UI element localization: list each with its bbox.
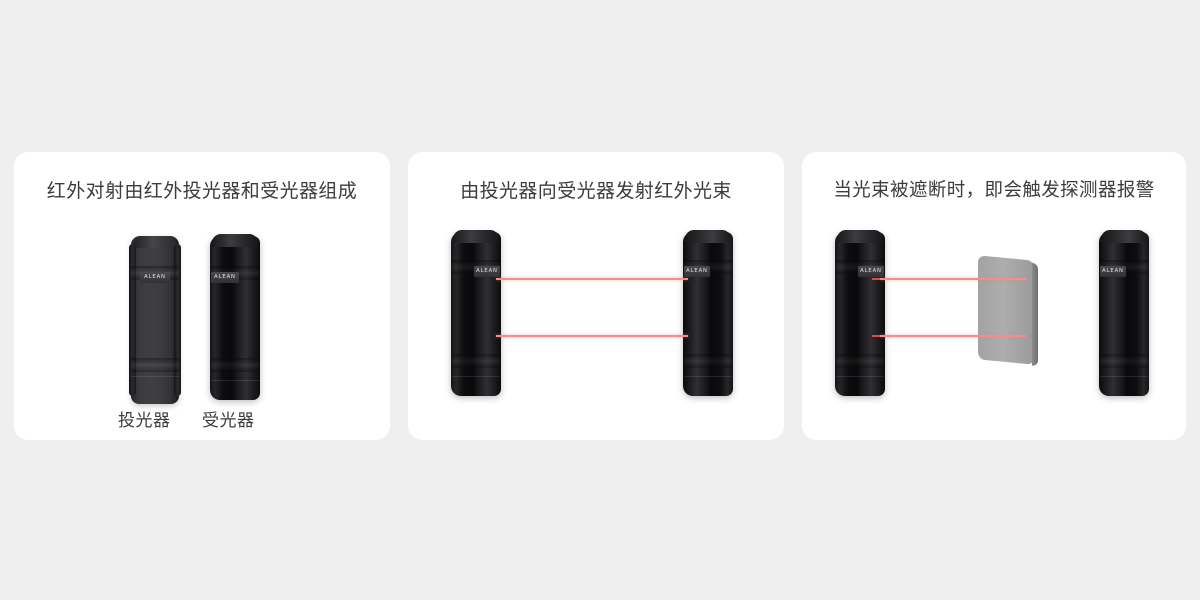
- emitter-top-cap: [837, 230, 883, 243]
- panel-composition: 红外对射由红外投光器和受光器组成 ALEAN ALEAN 投光器: [14, 152, 390, 440]
- panel-beam-transmit-title: 由投光器向受光器发射红外光束: [460, 180, 732, 202]
- receiver-lower-band: [211, 358, 259, 372]
- panel-composition-stage: ALEAN ALEAN 投光器 受光器: [14, 216, 390, 440]
- panel-beam-transmit-stage: ALEAN ALEAN: [408, 216, 784, 440]
- receiver-brand-plate: ALEAN: [211, 272, 239, 283]
- emitter-body: [835, 232, 885, 396]
- panel-beam-blocked-stage: ALEAN ALEAN: [802, 216, 1186, 440]
- lower-beam: [496, 335, 688, 337]
- emitter-device: ALEAN: [832, 230, 888, 398]
- emitter-body: [131, 236, 179, 404]
- panel-composition-title: 红外对射由红外投光器和受光器组成: [46, 180, 358, 202]
- emitter-brand-plate: ALEAN: [858, 266, 884, 277]
- emitter-lower-band: [836, 354, 884, 368]
- receiver-brand-plate: ALEAN: [1100, 266, 1126, 277]
- panel-beam-blocked-title: 当光束被遮断时，即会触发探测器报警: [833, 180, 1155, 201]
- blocking-panel-face: [978, 255, 1034, 365]
- emitter-top-cap: [453, 230, 499, 243]
- upper-beam: [880, 278, 1026, 280]
- receiver-label: 受光器: [202, 411, 255, 431]
- receiver-seam: [684, 376, 732, 377]
- emitter-seam: [452, 376, 500, 377]
- receiver-body: [1099, 232, 1149, 396]
- emitter-device: ALEAN: [127, 236, 183, 404]
- emitter-brand-plate: ALEAN: [474, 266, 500, 277]
- receiver-device: ALEAN: [1096, 230, 1152, 398]
- receiver-lower-band: [684, 354, 732, 368]
- receiver-top-cap: [1101, 230, 1147, 243]
- emitter-seam: [131, 376, 179, 377]
- panel-beam-transmit: 由投光器向受光器发射红外光束 ALEAN ALEAN: [408, 152, 784, 440]
- receiver-seam: [1100, 376, 1148, 377]
- receiver-lower-band: [1100, 354, 1148, 368]
- emitter-brand-plate: ALEAN: [140, 272, 170, 283]
- lower-beam: [880, 335, 1026, 337]
- emitter-seam: [836, 376, 884, 377]
- emitter-device: ALEAN: [448, 230, 504, 398]
- emitter-top-cap: [134, 236, 176, 248]
- emitter-lower-band: [131, 358, 179, 372]
- blocking-panel-edge: [1032, 262, 1038, 367]
- receiver-body: [683, 232, 733, 396]
- receiver-device: ALEAN: [680, 230, 736, 398]
- receiver-device: ALEAN: [207, 234, 263, 402]
- receiver-brand-plate: ALEAN: [684, 266, 710, 277]
- emitter-body: [451, 232, 501, 396]
- receiver-top-cap: [685, 230, 731, 243]
- blocking-panel: [978, 254, 1042, 367]
- emitter-lower-band: [452, 354, 500, 368]
- receiver-body: [210, 236, 260, 400]
- receiver-seam: [211, 380, 259, 381]
- upper-beam: [496, 278, 688, 280]
- panel-beam-blocked: 当光束被遮断时，即会触发探测器报警 ALEAN ALEAN: [802, 152, 1186, 440]
- receiver-top-cap: [212, 234, 258, 247]
- emitter-right-rail: [174, 244, 181, 396]
- emitter-label: 投光器: [118, 411, 171, 431]
- emitter-left-rail: [129, 244, 136, 396]
